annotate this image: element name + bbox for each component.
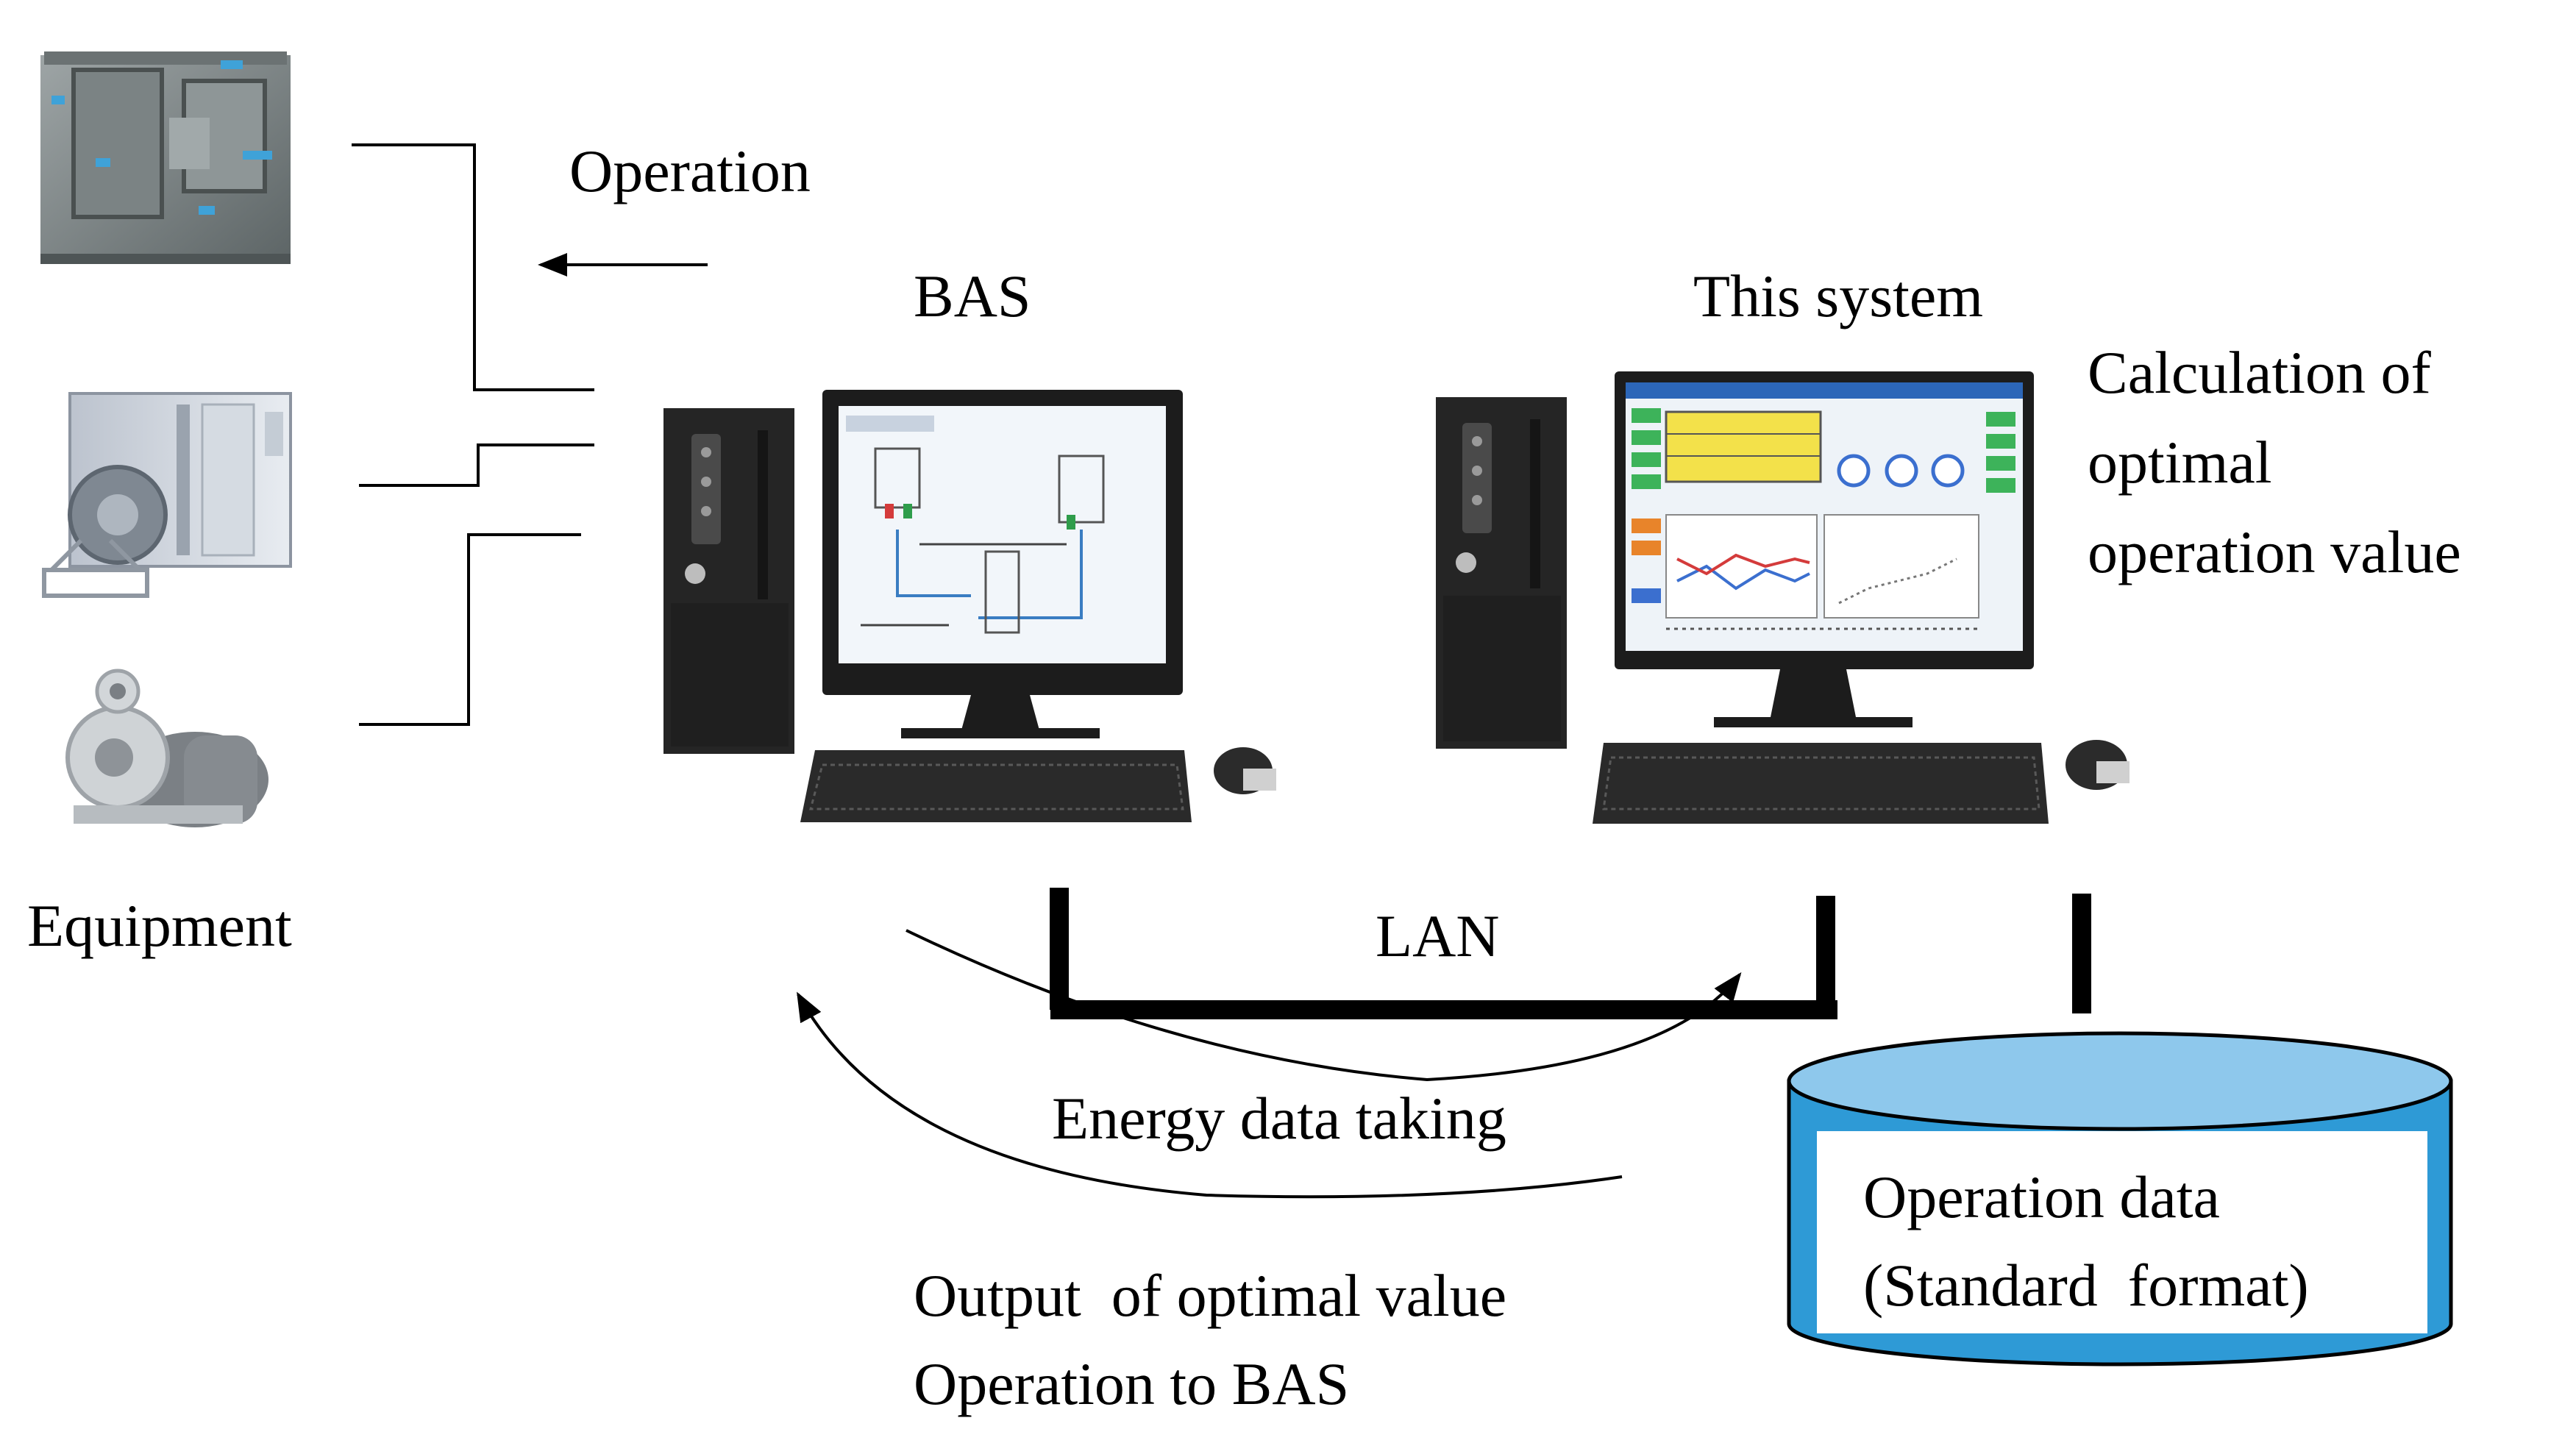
operation-label: Operation (569, 138, 811, 204)
calculation-line-1: Calculation of (2088, 339, 2431, 406)
output-label: Output of optimal value Operation to BAS (914, 1252, 1506, 1428)
bas-label: BAS (914, 263, 1031, 329)
bas-computer-icon (663, 390, 1276, 822)
equipment-label: Equipment (27, 892, 292, 959)
database-line-2: (Standard format) (1863, 1252, 2309, 1319)
lan-label: LAN (1376, 902, 1500, 969)
equipment-wiring (352, 143, 594, 726)
this-system-label: This system (1693, 263, 1984, 329)
calculation-label: Calculation of optimal operation value (2088, 328, 2461, 597)
calculation-line-3: operation value (2088, 518, 2461, 585)
lan-bus (1050, 888, 2091, 1019)
output-arrow (797, 991, 1623, 1199)
calculation-line-2: optimal (2088, 429, 2272, 496)
database-label: Operation data (Standard format) (1863, 1153, 2309, 1330)
energy-data-arrow (905, 929, 1742, 1082)
chiller-icon (40, 51, 291, 264)
air-handling-unit-icon (42, 392, 292, 598)
this-system-computer-icon (1436, 371, 2130, 824)
energy-data-label: Energy data taking (1052, 1085, 1506, 1152)
pump-icon (65, 669, 268, 827)
database-cylinder-icon (1787, 1031, 2453, 1366)
output-line-2: Operation to BAS (914, 1350, 1350, 1417)
database-line-1: Operation data (1863, 1163, 2220, 1230)
output-line-1: Output of optimal value (914, 1262, 1507, 1329)
